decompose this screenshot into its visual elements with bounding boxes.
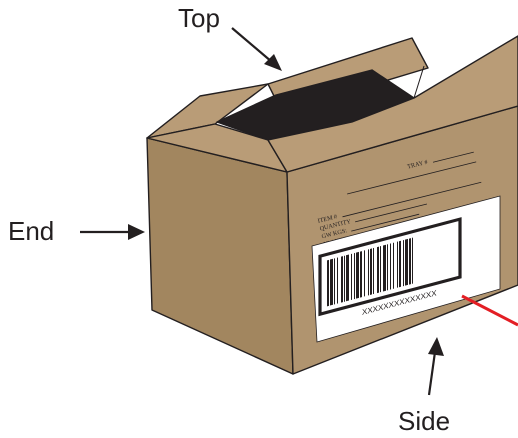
barcode-bar — [337, 257, 338, 303]
box-end-face — [147, 138, 293, 374]
barcode-bar — [405, 239, 408, 286]
barcode-bar — [327, 260, 329, 307]
top-arrow-shaft — [232, 28, 272, 62]
barcode-bar — [409, 238, 411, 285]
top-label: Top — [178, 3, 220, 33]
red-strap — [462, 296, 518, 325]
barcode-bar — [344, 256, 345, 302]
end-label: End — [8, 216, 54, 246]
callout-top: Top — [178, 3, 282, 71]
barcode-bar — [330, 259, 333, 306]
barcode-bar — [368, 249, 369, 295]
side-arrow-head — [428, 337, 444, 356]
barcode-bar — [364, 250, 365, 296]
barcode-bar — [397, 242, 398, 288]
end-arrow-head — [128, 224, 145, 240]
barcode-bar — [383, 245, 386, 292]
barcode-bar — [346, 255, 349, 302]
barcode-bar — [341, 256, 343, 303]
barcode-bar — [370, 248, 372, 295]
barcode-bar — [373, 248, 374, 294]
barcode-bar — [351, 254, 352, 300]
callout-side: Side — [398, 337, 450, 436]
side-label: Side — [398, 406, 450, 436]
barcode-bar — [360, 251, 362, 298]
barcode-bar — [387, 244, 388, 290]
barcode-bar — [403, 240, 404, 286]
callout-end: End — [8, 216, 145, 246]
barcode-bar — [334, 258, 335, 304]
barcode-bar — [377, 247, 379, 294]
barcode-bar — [399, 241, 401, 288]
barcode-bar — [380, 246, 381, 292]
barcode-bar — [356, 252, 359, 299]
barcode-bar — [354, 253, 355, 299]
barcode-bar — [393, 243, 394, 289]
side-arrow-shaft — [429, 352, 435, 395]
barcode-bar — [412, 238, 413, 284]
barcode-bar — [390, 243, 391, 289]
